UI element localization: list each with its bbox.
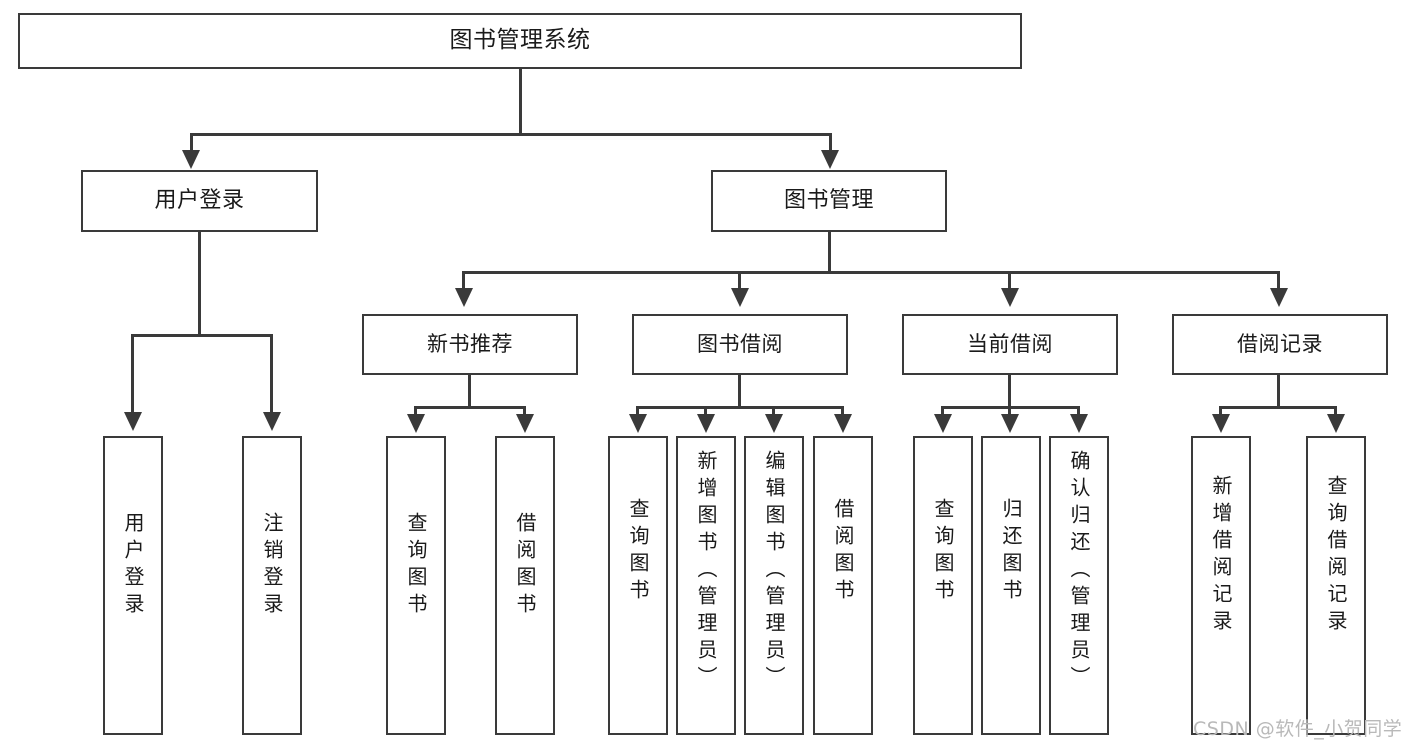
connector-book-management-stem bbox=[828, 232, 831, 273]
node-label: 借阅图书 bbox=[513, 512, 537, 620]
arrow-current-borrow-child-3 bbox=[1070, 414, 1088, 433]
arrow-book-borrow-child-1 bbox=[629, 414, 647, 433]
connector-user-login-bar bbox=[131, 334, 273, 337]
node-borrow-record[interactable]: 借阅记录 bbox=[1172, 314, 1388, 375]
connector-bm-to-book-borrow bbox=[738, 271, 741, 293]
node-label: 注销登录 bbox=[260, 512, 284, 620]
connector-current-borrow-child-2 bbox=[1008, 406, 1011, 418]
node-label: 查询图书 bbox=[404, 512, 428, 620]
node-current-borrow[interactable]: 当前借阅 bbox=[902, 314, 1118, 375]
leaf-current-borrow-confirm-return-admin[interactable]: 确认归还（管理员） bbox=[1049, 436, 1109, 735]
node-label: 用户登录 bbox=[121, 512, 145, 620]
node-label: 借阅图书 bbox=[831, 498, 855, 606]
node-label: 图书借阅 bbox=[697, 332, 783, 357]
leaf-book-borrow-borrow-book[interactable]: 借阅图书 bbox=[813, 436, 873, 735]
node-user-login[interactable]: 用户登录 bbox=[81, 170, 318, 232]
connector-bm-to-current-borrow bbox=[1008, 271, 1011, 293]
leaf-borrow-record-query-record[interactable]: 查询借阅记录 bbox=[1306, 436, 1366, 735]
node-label: 确认归还（管理员） bbox=[1067, 450, 1091, 693]
leaf-book-borrow-add-book-admin[interactable]: 新增图书（管理员） bbox=[676, 436, 736, 735]
connector-root-stem bbox=[519, 69, 522, 135]
leaf-new-book-borrow-book[interactable]: 借阅图书 bbox=[495, 436, 555, 735]
connector-user-login-child-2 bbox=[270, 334, 273, 416]
arrow-new-book-child-2 bbox=[516, 414, 534, 433]
leaf-current-borrow-return-book[interactable]: 归还图书 bbox=[981, 436, 1041, 735]
node-label: 图书管理 bbox=[783, 188, 874, 214]
node-label: 图书管理系统 bbox=[449, 27, 591, 54]
csdn-watermark: CSDN @软件_小贺同学 bbox=[1193, 718, 1403, 740]
node-label: 查询借阅记录 bbox=[1324, 475, 1348, 637]
leaf-borrow-record-add-record[interactable]: 新增借阅记录 bbox=[1191, 436, 1251, 735]
arrow-bm-to-current-borrow bbox=[1001, 288, 1019, 307]
leaf-user-login-login[interactable]: 用户登录 bbox=[103, 436, 163, 735]
connector-book-borrow-child-3 bbox=[772, 406, 775, 418]
leaf-current-borrow-query-book[interactable]: 查询图书 bbox=[913, 436, 973, 735]
node-label: 借阅记录 bbox=[1237, 332, 1323, 357]
arrow-borrow-record-child-1 bbox=[1212, 414, 1230, 433]
arrow-bm-to-book-borrow bbox=[731, 288, 749, 307]
connector-new-book-stem bbox=[468, 375, 471, 409]
connector-book-borrow-child-4 bbox=[841, 406, 844, 418]
connector-new-book-child-2 bbox=[523, 406, 526, 418]
connector-root-to-book-management bbox=[829, 133, 832, 155]
node-label: 归还图书 bbox=[999, 498, 1023, 606]
node-label: 查询图书 bbox=[931, 498, 955, 606]
arrow-bm-to-borrow-record bbox=[1270, 288, 1288, 307]
node-label: 新增借阅记录 bbox=[1209, 475, 1233, 637]
node-label: 新书推荐 bbox=[427, 332, 513, 357]
leaf-user-login-logout[interactable]: 注销登录 bbox=[242, 436, 302, 735]
connector-bm-to-borrow-record bbox=[1277, 271, 1280, 293]
leaf-new-book-query-book[interactable]: 查询图书 bbox=[386, 436, 446, 735]
connector-book-borrow-bar bbox=[636, 406, 844, 409]
connector-borrow-record-bar bbox=[1219, 406, 1337, 409]
node-label: 查询图书 bbox=[626, 498, 650, 606]
connector-borrow-record-child-1 bbox=[1219, 406, 1222, 418]
connector-book-borrow-stem bbox=[738, 375, 741, 409]
node-label: 用户登录 bbox=[154, 188, 245, 214]
node-book-borrow[interactable]: 图书借阅 bbox=[632, 314, 848, 375]
node-label: 当前借阅 bbox=[967, 332, 1053, 357]
arrow-bm-to-new-book bbox=[455, 288, 473, 307]
node-label: 新增图书（管理员） bbox=[694, 450, 718, 693]
arrow-root-to-user-login bbox=[182, 150, 200, 169]
arrow-new-book-child-1 bbox=[407, 414, 425, 433]
arrow-user-login-child-1 bbox=[124, 412, 142, 431]
connector-new-book-bar bbox=[414, 406, 526, 409]
connector-bm-to-new-book bbox=[462, 271, 465, 293]
connector-book-borrow-child-2 bbox=[704, 406, 707, 418]
connector-current-borrow-child-1 bbox=[941, 406, 944, 418]
connector-book-management-bar bbox=[462, 271, 1280, 274]
node-label: 编辑图书（管理员） bbox=[762, 450, 786, 693]
arrow-root-to-book-management bbox=[821, 150, 839, 169]
leaf-book-borrow-edit-book-admin[interactable]: 编辑图书（管理员） bbox=[744, 436, 804, 735]
connector-root-bar bbox=[190, 133, 832, 136]
arrow-current-borrow-child-1 bbox=[934, 414, 952, 433]
node-root-book-management-system[interactable]: 图书管理系统 bbox=[18, 13, 1022, 69]
connector-user-login-stem bbox=[198, 232, 201, 337]
leaf-book-borrow-query-book[interactable]: 查询图书 bbox=[608, 436, 668, 735]
connector-root-to-user-login bbox=[190, 133, 193, 155]
connector-borrow-record-stem bbox=[1277, 375, 1280, 409]
connector-book-borrow-child-1 bbox=[636, 406, 639, 418]
arrow-book-borrow-child-2 bbox=[697, 414, 715, 433]
node-book-management[interactable]: 图书管理 bbox=[711, 170, 947, 232]
node-new-book-recommend[interactable]: 新书推荐 bbox=[362, 314, 578, 375]
connector-new-book-child-1 bbox=[414, 406, 417, 418]
arrow-book-borrow-child-4 bbox=[834, 414, 852, 433]
arrow-user-login-child-2 bbox=[263, 412, 281, 431]
arrow-current-borrow-child-2 bbox=[1001, 414, 1019, 433]
connector-borrow-record-child-2 bbox=[1334, 406, 1337, 418]
connector-current-borrow-child-3 bbox=[1077, 406, 1080, 418]
arrow-borrow-record-child-2 bbox=[1327, 414, 1345, 433]
connector-current-borrow-stem bbox=[1008, 375, 1011, 409]
arrow-book-borrow-child-3 bbox=[765, 414, 783, 433]
connector-user-login-child-1 bbox=[131, 334, 134, 416]
